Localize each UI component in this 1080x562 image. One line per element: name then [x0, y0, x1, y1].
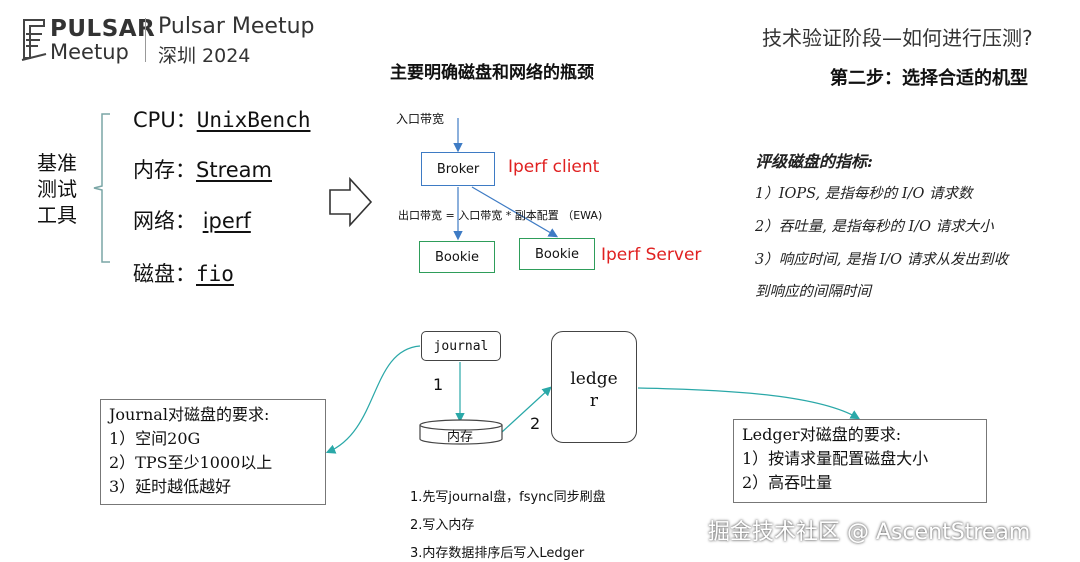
- ingress-bandwidth-label: 入口带宽: [396, 112, 445, 126]
- watermark: 掘金技术社区 @ AscentStream: [708, 520, 1031, 545]
- logo-subword: Meetup: [50, 40, 129, 64]
- disk-metric-iops: 1）IOPS, 是指每秒的 I/O 请求数: [755, 186, 973, 202]
- step-title: 第二步：选择合适的机型: [830, 68, 1028, 89]
- memory-cylinder-icon: [419, 419, 503, 445]
- disk-metrics-title: 评级磁盘的指标:: [755, 152, 873, 171]
- hollow-arrow-icon: [329, 176, 373, 228]
- journal-req-item: 2）TPS至少1000以上: [109, 453, 273, 472]
- write-step-2: 2.写入内存: [410, 518, 475, 533]
- bookie-node-2: Bookie: [519, 238, 595, 270]
- bookie-node-1: Bookie: [419, 241, 495, 273]
- journal-req-item: 1）空间20G: [109, 429, 201, 448]
- broker-node: Broker: [421, 152, 495, 186]
- iperf-client-label: Iperf client: [508, 157, 600, 177]
- write-step-1: 1.先写journal盘，fsync同步刷盘: [410, 490, 606, 505]
- disk-metric-latency-cont: 到响应的间隔时间: [755, 284, 871, 300]
- benchmark-label: 基准测试工具: [37, 151, 77, 227]
- meetup-title: Pulsar Meetup: [158, 14, 315, 39]
- journal-node: journal: [421, 331, 501, 361]
- benchmark-disk: 磁盘：fio: [133, 262, 234, 286]
- logo-wordmark: PULSAR: [50, 16, 156, 42]
- benchmark-brace: [93, 113, 110, 263]
- journal-req-item: 3）延时越低越好: [109, 477, 232, 496]
- write-step-3: 3.内存数据排序后写入Ledger: [410, 546, 585, 561]
- focus-title: 主要明确磁盘和网络的瓶颈: [390, 63, 594, 83]
- pulsar-logo-icon: [21, 19, 47, 61]
- header-divider: [145, 18, 146, 62]
- meetup-subtitle: 深圳 2024: [158, 45, 251, 67]
- benchmark-memory: 内存：Stream: [133, 158, 272, 182]
- disk-metric-throughput: 2）吞吐量, 是指每秒的 I/O 请求大小: [755, 219, 994, 235]
- benchmark-network: 网络： iperf: [133, 209, 251, 233]
- step-number-2: 2: [530, 414, 541, 433]
- ledger-req-item: 1）按请求量配置磁盘大小: [742, 449, 929, 468]
- memory-label: 内存: [447, 430, 474, 445]
- ledger-requirements-box: Ledger对磁盘的要求: 1）按请求量配置磁盘大小 2）高吞吐量: [733, 419, 987, 503]
- disk-metric-latency: 3）响应时间, 是指 I/O 请求从发出到收: [755, 252, 1009, 268]
- benchmark-cpu: CPU：UnixBench: [133, 108, 311, 132]
- egress-bandwidth-label: 出口带宽 = 入口带宽 * 副本配置 （EWA): [398, 209, 603, 222]
- ledger-req-title: Ledger对磁盘的要求:: [742, 425, 902, 444]
- journal-requirements-box: Journal对磁盘的要求: 1）空间20G 2）TPS至少1000以上 3）延…: [100, 399, 326, 505]
- ledger-req-item: 2）高吞吐量: [742, 473, 833, 492]
- step-number-1: 1: [433, 375, 444, 394]
- slide-title: 技术验证阶段—如何进行压测?: [762, 26, 1033, 50]
- iperf-server-label: Iperf Server: [601, 245, 702, 265]
- network-arrows: [453, 118, 559, 241]
- journal-req-title: Journal对磁盘的要求:: [109, 405, 270, 424]
- storage-arrows: [325, 345, 861, 454]
